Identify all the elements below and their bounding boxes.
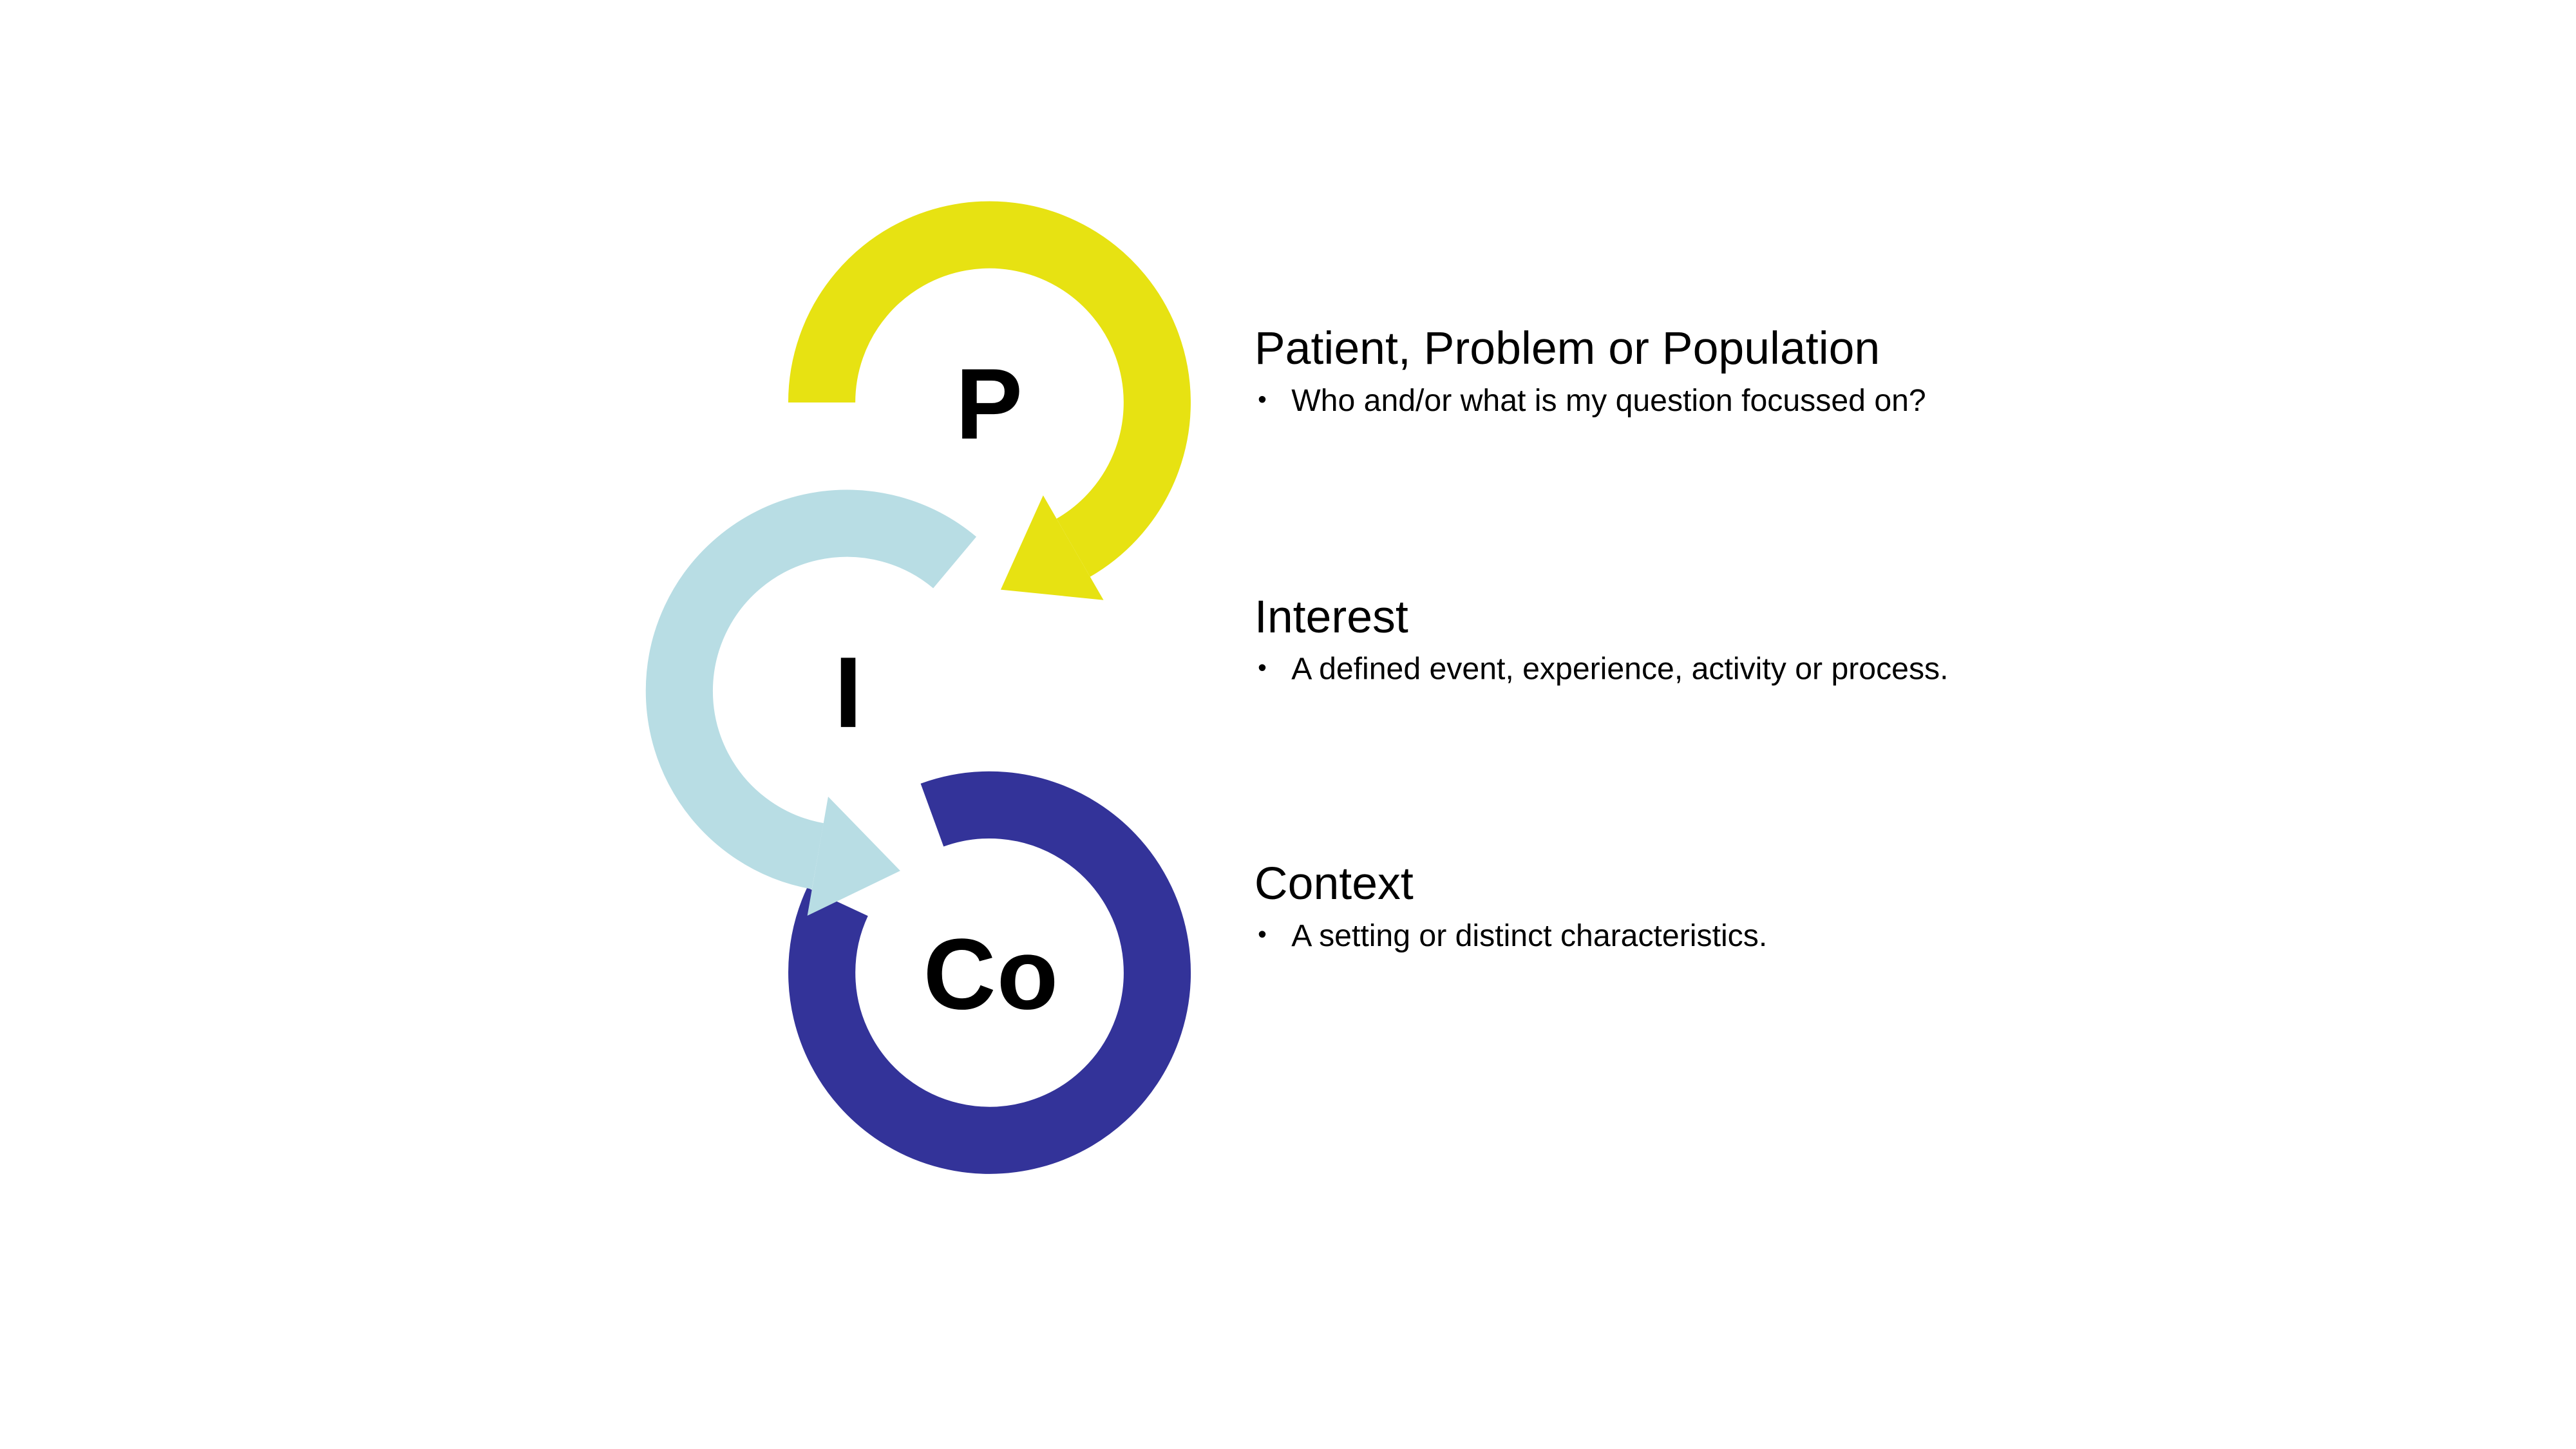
i-ring-arc <box>645 489 976 889</box>
co-heading: Context <box>1254 857 1414 909</box>
pico-diagram <box>645 201 1191 1174</box>
i-bullet-row: • A defined event, experience, activity … <box>1255 650 2193 687</box>
p-bullet-text: Who and/or what is my question focussed … <box>1291 382 1926 418</box>
p-letter: P <box>955 348 1024 460</box>
p-arrowhead-icon <box>1000 495 1104 600</box>
p-bullet-row: • Who and/or what is my question focusse… <box>1255 383 2193 419</box>
i-letter: I <box>834 636 864 749</box>
co-text-group: Context • A setting or distinct characte… <box>1255 857 2193 954</box>
p-text-group: Patient, Problem or Population • Who and… <box>1255 322 2193 419</box>
i-text-group: Interest • A defined event, experience, … <box>1255 591 2193 688</box>
bullet-glyph: • <box>1258 654 1267 683</box>
i-heading: Interest <box>1254 590 1408 643</box>
i-arrowhead-icon <box>807 796 900 916</box>
p-heading: Patient, Problem or Population <box>1254 322 1880 374</box>
p-ring-arc <box>788 201 1191 577</box>
bullet-glyph: • <box>1258 385 1267 415</box>
co-bullet-row: • A setting or distinct characteristics. <box>1255 917 2193 954</box>
bullet-glyph: • <box>1258 920 1267 949</box>
i-bullet-text: A defined event, experience, activity or… <box>1291 650 1949 687</box>
co-bullet-text: A setting or distinct characteristics. <box>1291 917 1768 953</box>
co-ring-arc <box>788 771 1191 1174</box>
co-letter: Co <box>923 918 1059 1031</box>
